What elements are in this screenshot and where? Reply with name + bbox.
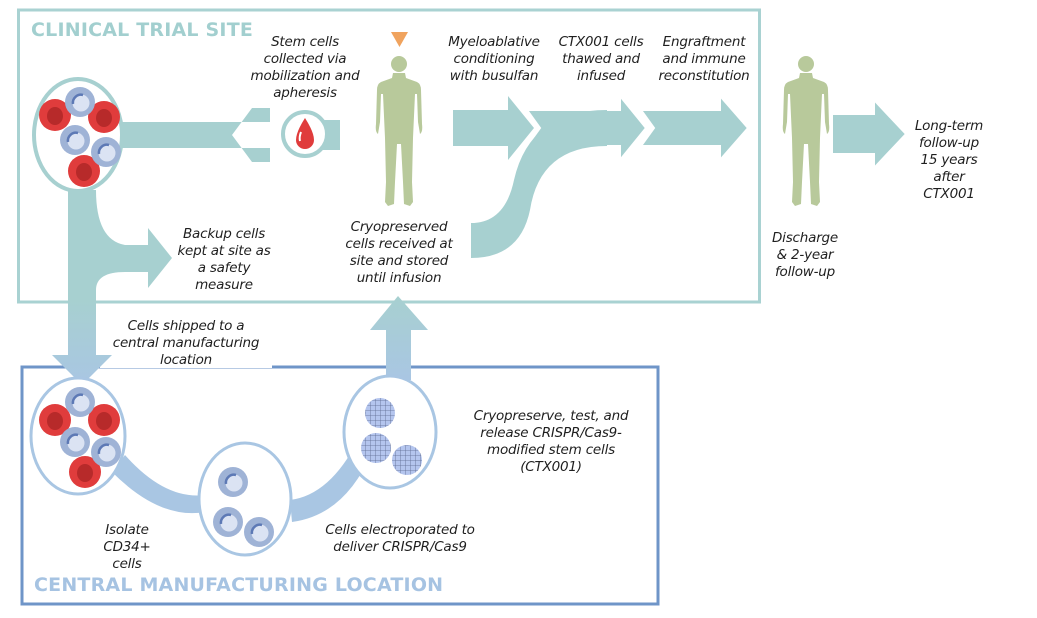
- clinical-trial-site-title: CLINICAL TRIAL SITE: [31, 19, 254, 41]
- long-term-arrow: [831, 97, 908, 171]
- label-cryo-received: Cryopreserved cells received at site and…: [345, 219, 453, 286]
- conditioning-arrow: [453, 96, 534, 160]
- blood-drop-highlight: [298, 131, 302, 142]
- edited-cells-node: [342, 374, 438, 490]
- label-backup: Backup cells kept at site as a safety me…: [177, 226, 271, 293]
- label-cryopreserve-release: Cryopreserve, test, and release CRISPR/C…: [473, 408, 629, 475]
- engraftment-arrow: [639, 93, 750, 163]
- triangle-marker-icon: [391, 32, 408, 47]
- label-shipped: Cells shipped to a central manufacturing…: [112, 318, 260, 368]
- return-up-arrow: [370, 296, 428, 380]
- label-stem-cells: Stem cells collected via mobilization an…: [250, 34, 360, 101]
- shipped-label-backdrop: [100, 306, 272, 368]
- manufacturing-location-title: CENTRAL MANUFACTURING LOCATION: [34, 574, 444, 596]
- label-thawed: CTX001 cells thawed and infused: [558, 34, 644, 84]
- label-electroporated: Cells electroporated to deliver CRISPR/C…: [325, 522, 475, 555]
- blood-drop-icon: [296, 118, 314, 149]
- edited-cells-cluster: [361, 398, 422, 475]
- cryo-merge-curve: [471, 110, 607, 258]
- collection-arrow: [118, 108, 270, 162]
- isolation-band: [112, 455, 205, 514]
- shipping-down-arrow: [52, 300, 112, 385]
- label-engraftment: Engraftment and immune reconstitution: [658, 34, 750, 84]
- label-discharge: Discharge & 2-year follow-up: [771, 230, 839, 280]
- cd34-cells-node: [197, 441, 293, 557]
- patient-figure-icon: [375, 56, 423, 206]
- label-long-term: Long-term follow-up 15 years after CTX00…: [914, 118, 984, 202]
- label-isolate: Isolate CD34+ cells: [103, 522, 151, 572]
- manufacturing-location-box: [20, 365, 660, 606]
- discharge-figure-icon: [782, 56, 830, 206]
- clinical-trial-site-box: [17, 8, 761, 304]
- label-myeloablative: Myeloablative conditioning with busulfan: [448, 34, 540, 84]
